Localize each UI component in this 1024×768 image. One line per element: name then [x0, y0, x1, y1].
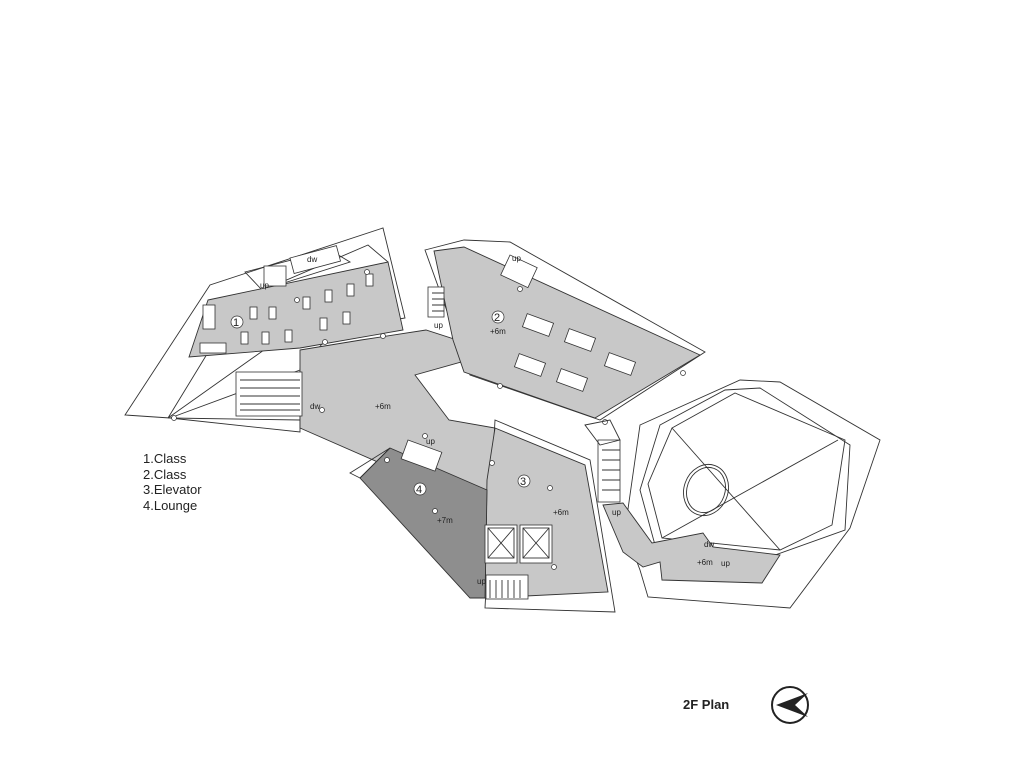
level-class-2: +6m [490, 327, 506, 336]
stair-label-up: up [512, 254, 521, 263]
legend-item: 2.Class [143, 466, 187, 482]
stair-label-dw: dw [307, 255, 317, 264]
stair-label-up: up [426, 437, 435, 446]
room-3-elevator-hall [484, 427, 609, 599]
room-markers: 1 2 3 4 [230, 310, 531, 496]
north-arrow-icon [771, 686, 809, 724]
legend-item: 1.Class [143, 451, 187, 466]
level-corridor: +6m [375, 402, 391, 411]
stair-label-up: up [477, 577, 486, 586]
elevator-cars [484, 524, 553, 564]
plan-title: 2F Plan [683, 697, 730, 712]
room-legend: 1.Class 2.Class 3.Elevator 4.Lounge [143, 451, 202, 513]
stair-label-dw: dw [310, 402, 320, 411]
room-2-class [433, 246, 701, 419]
east-wing [584, 379, 881, 609]
stair-label-up: up [260, 281, 269, 290]
room-number-1: 1 [233, 317, 239, 329]
stair-label-dw: dw [704, 540, 714, 549]
room-number-3: 3 [520, 476, 526, 488]
class-1-desks [199, 273, 374, 354]
legend-item: 4.Lounge [143, 497, 198, 513]
level-east: +6m [697, 558, 713, 567]
east-corridor [602, 502, 781, 584]
class-2-tables [513, 313, 637, 392]
room-number-4: 4 [416, 484, 422, 496]
stair-label-up: up [612, 508, 621, 517]
stair-label-up: up [434, 321, 443, 330]
columns [171, 269, 791, 570]
level-elevator: +6m [553, 508, 569, 517]
level-lounge: +7m [437, 516, 453, 525]
room-number-2: 2 [494, 312, 500, 324]
legend-item: 3.Elevator [143, 482, 202, 497]
stair-label-up: up [721, 559, 730, 568]
